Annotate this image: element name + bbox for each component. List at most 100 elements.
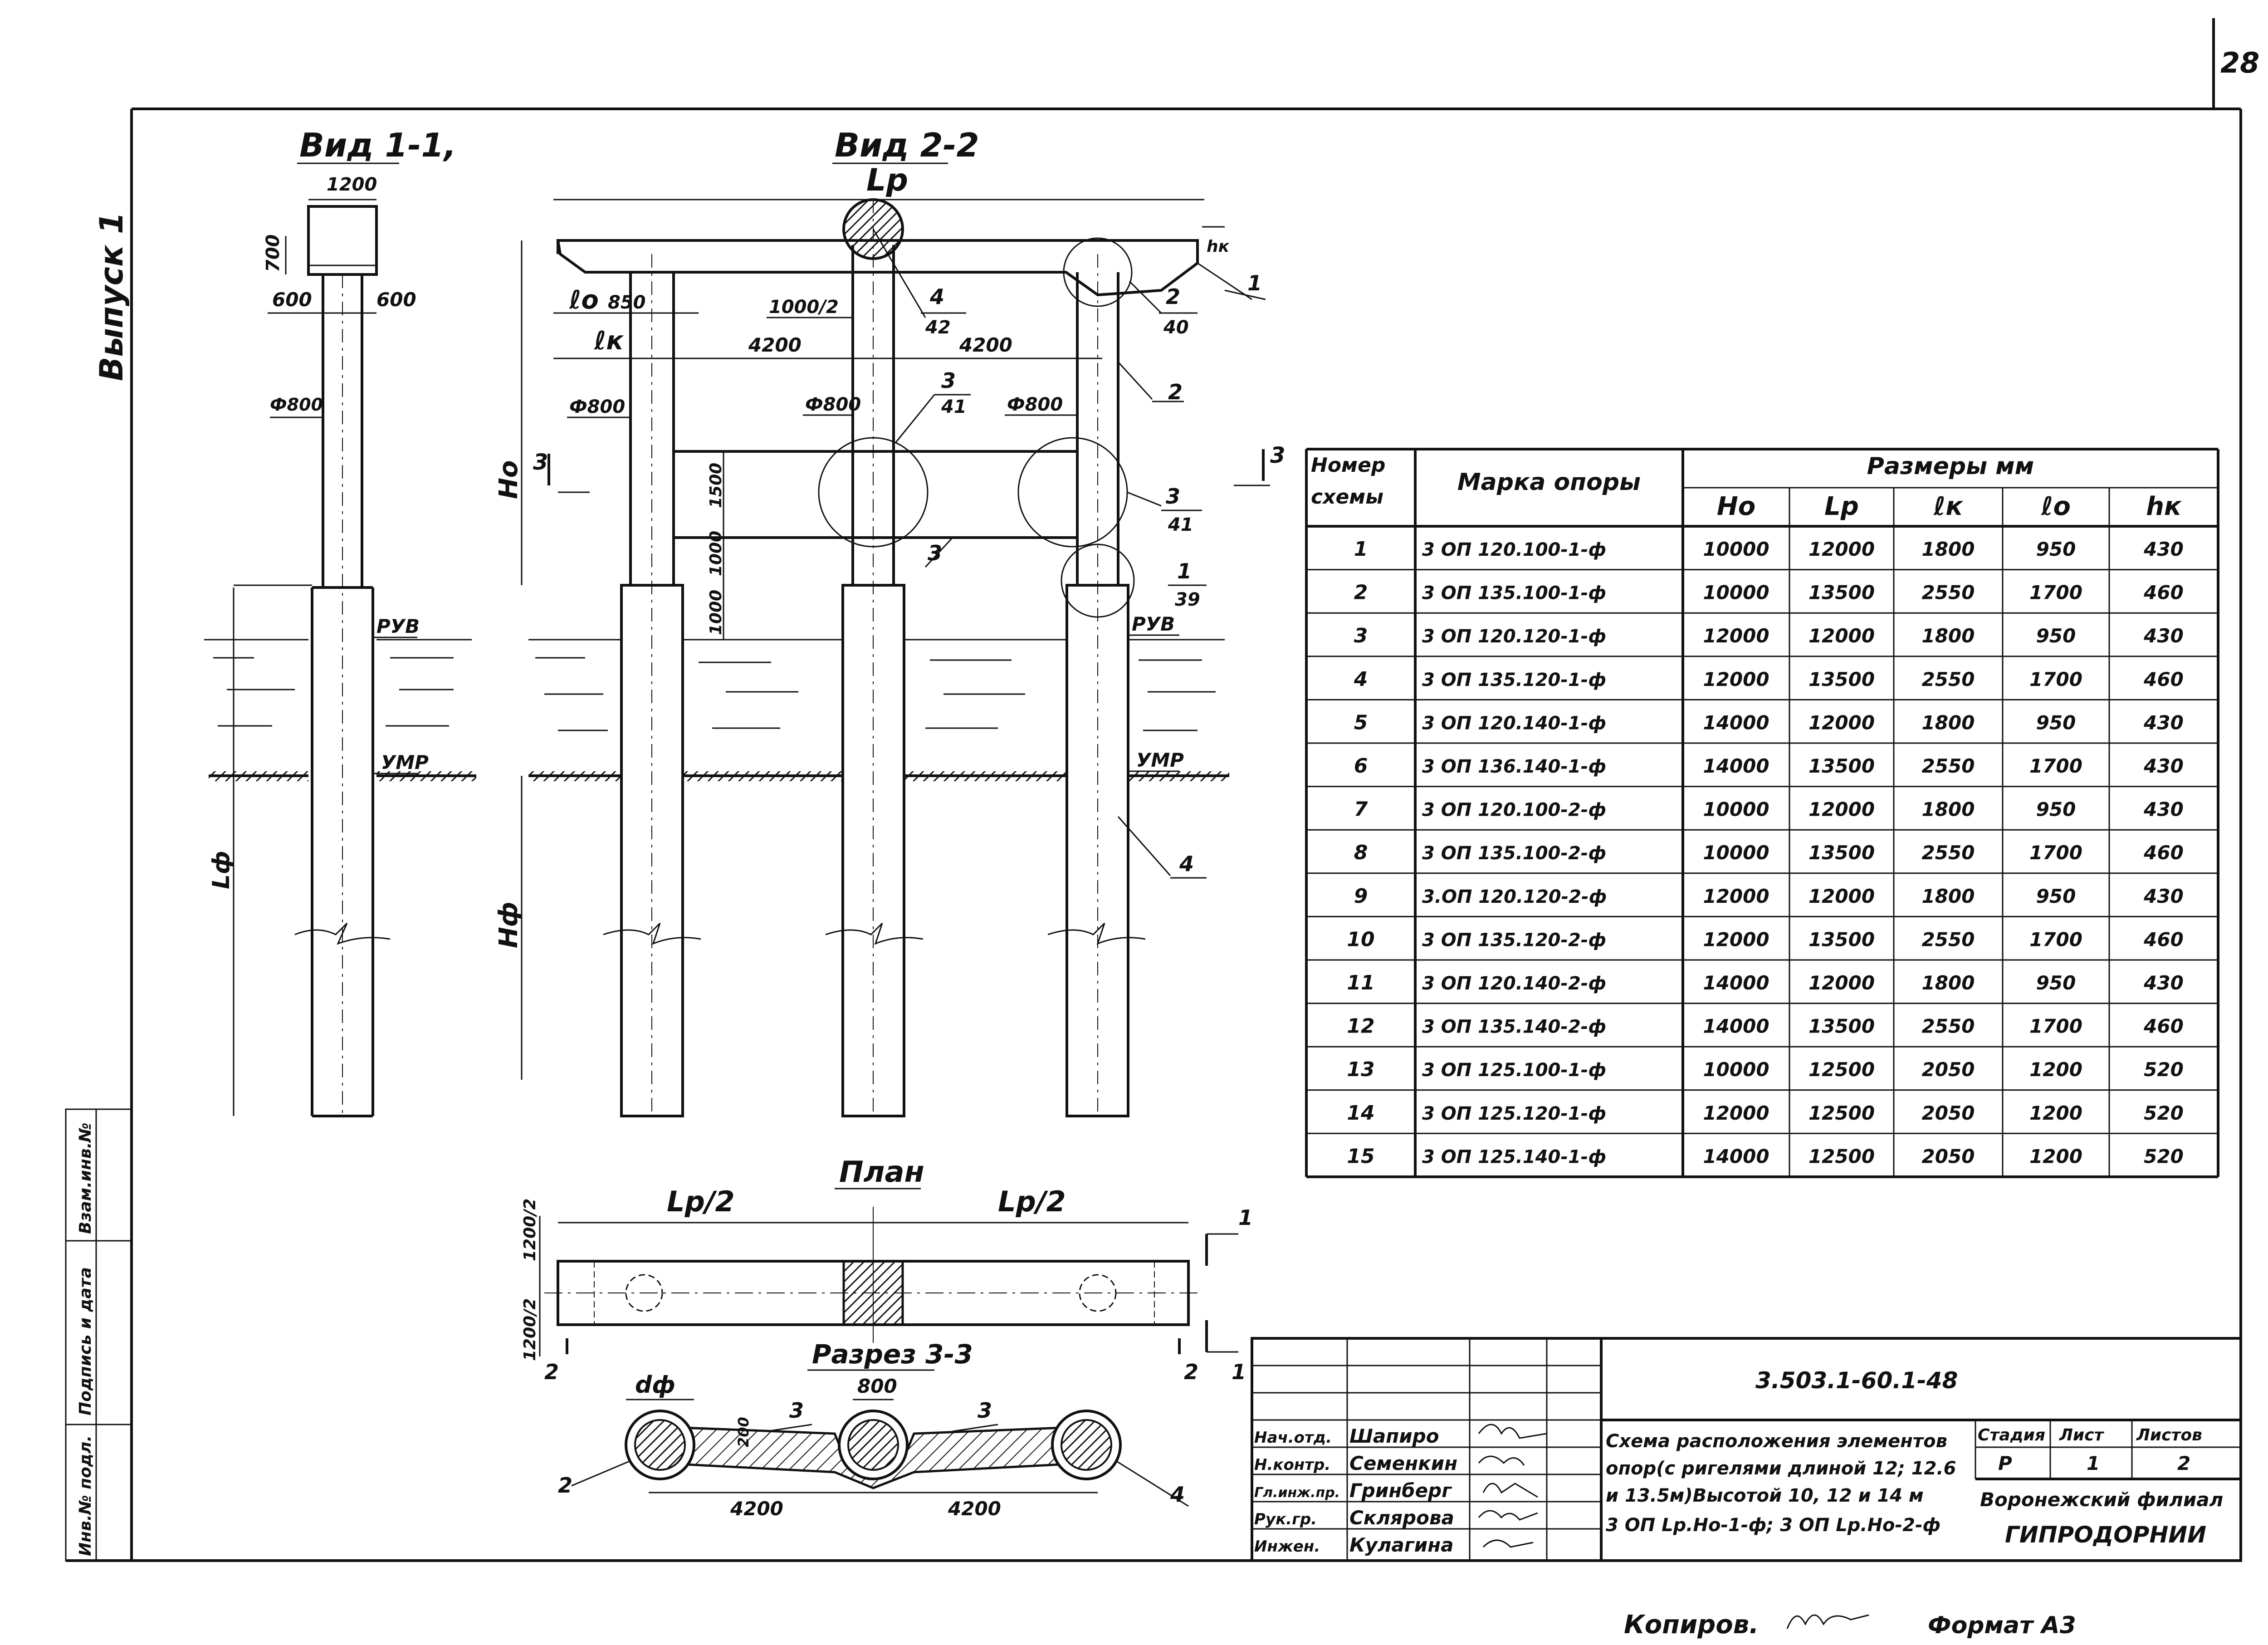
v11-umr: УМР	[381, 751, 429, 774]
svg-text:2: 2	[1166, 284, 1180, 309]
table-cell: 3 ОП 120.140-1-ф	[1422, 713, 1606, 734]
table-cell: 3 ОП 125.140-1-ф	[1422, 1146, 1606, 1167]
table-cell: 2550	[1922, 582, 1975, 604]
v22-d850: 850	[608, 292, 646, 313]
table-cell: 3 ОП 120.100-2-ф	[1422, 800, 1606, 821]
footer: Копиров. Формат А3	[1624, 1610, 2076, 1640]
table-cell: 15	[1347, 1145, 1374, 1168]
table-cell: 14000	[1703, 711, 1769, 734]
table-cell: 3 ОП 125.100-1-ф	[1422, 1060, 1606, 1081]
table-cell: 1800	[1922, 625, 1975, 647]
sec-200: 200	[735, 1417, 752, 1447]
plan-lr2-left: Lр/2	[667, 1185, 735, 1218]
v22-d4200b: 4200	[959, 334, 1012, 356]
table-cell: 11	[1347, 971, 1374, 994]
v22-hf: Hф	[494, 902, 523, 948]
v22-d1000-2: 1000/2	[769, 297, 839, 318]
table-cell: 3 ОП 120.120-1-ф	[1422, 626, 1606, 647]
table-cell: 3 ОП 135.140-2-ф	[1422, 1017, 1606, 1038]
table-cell: 2550	[1922, 928, 1975, 950]
table-cell: 12000	[1809, 798, 1875, 821]
table-cell: 2050	[1922, 1145, 1975, 1167]
table-cell: 1200	[2029, 1145, 2082, 1167]
left-margin-stamp: Инв.№ подл. Подпись и дата Взам.инв.№	[65, 1108, 132, 1562]
v11-dim-600-right: 600	[376, 289, 416, 311]
table-cell: 12000	[1703, 625, 1769, 647]
table-header-col-1: Lр	[1824, 492, 1859, 521]
table-cell: 10000	[1703, 1058, 1769, 1081]
table-cell: 1700	[2029, 582, 2082, 604]
section-3-3: Разрез 3-3 dф 800 200 4200 4200 2 3 3 4	[558, 1339, 1189, 1520]
table-cell: 3 ОП 135.100-2-ф	[1422, 843, 1606, 864]
sec-800: 800	[857, 1375, 897, 1397]
table-cell: 13500	[1809, 755, 1875, 777]
table-cell: 13500	[1809, 1015, 1875, 1038]
table-cell: 12500	[1809, 1058, 1875, 1081]
table-cell: 2550	[1922, 755, 1975, 777]
sheet-frame: 28 Выпуск 1	[66, 18, 2259, 1562]
table-cell: 3 ОП 135.120-2-ф	[1422, 930, 1606, 950]
table-cell: 12500	[1809, 1102, 1875, 1124]
plan-title: План	[839, 1155, 924, 1189]
table-cell: 1700	[2029, 928, 2082, 950]
svg-text:41: 41	[941, 397, 967, 417]
table-cell: 7	[1354, 798, 1368, 821]
view-1-1-title: Вид 1-1,	[299, 126, 456, 164]
table-cell: 12000	[1809, 972, 1875, 994]
v22-f800c: Ф800	[1007, 394, 1063, 415]
table-cell: 3 ОП 120.140-2-ф	[1422, 973, 1606, 994]
table-cell: 950	[2036, 885, 2076, 907]
table-cell: 13500	[1809, 668, 1875, 690]
table-cell: 12000	[1703, 928, 1769, 950]
org-line-2: ГИПРОДОРНИИ	[2005, 1522, 2206, 1548]
table-cell: 12	[1347, 1015, 1374, 1038]
svg-text:42: 42	[925, 317, 951, 338]
table-cell: 1200	[2029, 1102, 2082, 1124]
svg-text:39: 39	[1175, 589, 1200, 610]
table-cell: 14000	[1703, 755, 1769, 777]
staff-name-1: Шапиро	[1349, 1425, 1439, 1447]
plan-view: План Lр/2 Lр/2 1200/2 1200/2 1 1 2 2	[521, 1155, 1253, 1384]
table-header-col-3: ℓо	[2041, 492, 2071, 521]
table-cell: 10000	[1703, 538, 1769, 560]
table-cell: 2050	[1922, 1058, 1975, 1081]
v11-dim-700: 700	[263, 235, 284, 273]
table-cell: 3 ОП 136.140-1-ф	[1422, 756, 1606, 777]
table-cell: 10000	[1703, 842, 1769, 864]
table-cell: 5	[1354, 711, 1368, 734]
v22-f800a: Ф800	[569, 397, 625, 417]
desc-line-3: и 13.5м)Высотой 10, 12 и 14 м	[1606, 1485, 1924, 1506]
sheet-header: Лист	[2059, 1426, 2104, 1444]
table-cell: 430	[2143, 885, 2184, 907]
v22-pos-4: 4	[1179, 852, 1194, 876]
table-cell: 14000	[1703, 1145, 1769, 1167]
table-header-sizes: Размеры мм	[1867, 453, 2034, 480]
table-cell: 6	[1354, 754, 1368, 778]
table-cell: 14	[1347, 1102, 1374, 1125]
sec-pos-3b: 3	[978, 1398, 992, 1423]
stamp-signature-date: Подпись и дата	[76, 1267, 95, 1415]
table-cell: 12000	[1809, 885, 1875, 907]
callout-2-40: 2 40	[1129, 280, 1198, 338]
v22-d1500: 1500	[707, 463, 725, 508]
v22-lk: ℓк	[594, 326, 624, 356]
table-cell: 1700	[2029, 755, 2082, 777]
table-header-col-4: hк	[2146, 492, 2182, 521]
table-cell: 2550	[1922, 668, 1975, 690]
svg-text:4: 4	[929, 284, 944, 309]
plan-cut-2-right: 2	[1184, 1360, 1198, 1384]
table-cell: 950	[2036, 711, 2076, 734]
sec-4200b: 4200	[948, 1498, 1001, 1520]
view-2-2-title: Вид 2-2	[835, 126, 979, 164]
table-cell: 2550	[1922, 842, 1975, 864]
v22-sec3-left: 3	[533, 450, 548, 475]
table-cell: 3 ОП 120.100-1-ф	[1422, 539, 1606, 560]
staff-role-4: Рук.гр.	[1254, 1510, 1317, 1528]
v22-umr: УМР	[1136, 749, 1184, 771]
v22-sec3-right: 3	[1270, 443, 1285, 468]
page-number: 28	[2220, 46, 2259, 79]
table-cell: 2550	[1922, 1015, 1975, 1038]
table-cell: 430	[2143, 538, 2184, 560]
table-cell: 12000	[1703, 668, 1769, 690]
